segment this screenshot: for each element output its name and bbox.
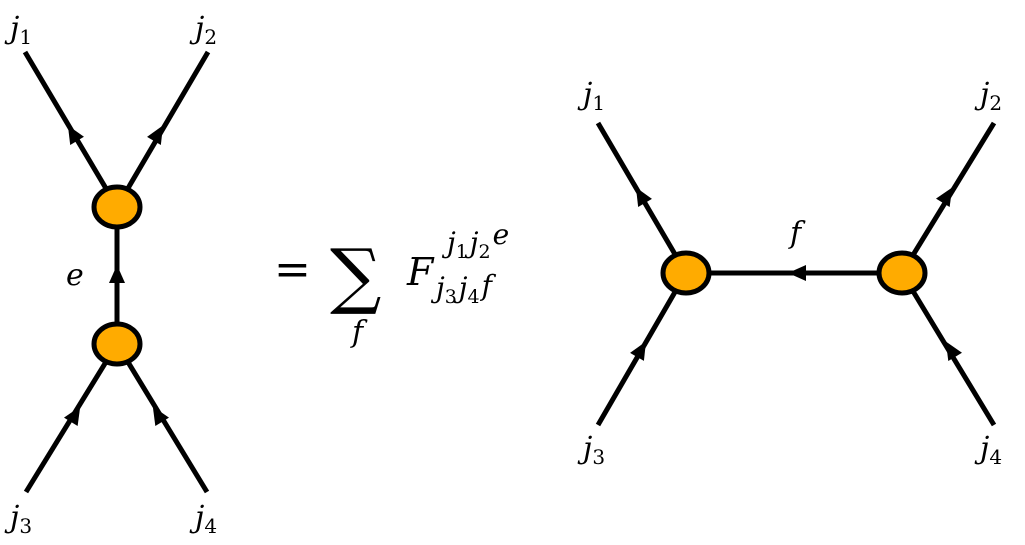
sum-index: f bbox=[350, 315, 368, 350]
right-arrow-f bbox=[788, 265, 806, 281]
equation: = ∑ f F j1j2e j3j4f bbox=[274, 218, 509, 350]
f-subscript: j3j4f bbox=[430, 269, 497, 308]
left-arrow-j3 bbox=[63, 406, 81, 427]
right-node-right bbox=[876, 250, 928, 296]
left-label-j4: j4 bbox=[189, 500, 217, 538]
right-arrow-j1 bbox=[635, 187, 652, 207]
left-label-j1: j1 bbox=[4, 11, 32, 49]
right-label-j3: j3 bbox=[577, 431, 605, 469]
right-label-j2: j2 bbox=[974, 77, 1002, 115]
right-label-j1: j1 bbox=[577, 77, 605, 115]
right-arrow-j2 bbox=[935, 187, 953, 208]
left-node-top bbox=[91, 184, 143, 230]
right-node-left bbox=[660, 250, 712, 296]
left-diagram: j1 j2 e j3 j4 bbox=[4, 11, 217, 538]
left-arrow-j4 bbox=[152, 406, 169, 426]
right-label-j4: j4 bbox=[974, 431, 1002, 469]
left-label-e: e bbox=[66, 258, 84, 293]
left-label-j2: j2 bbox=[189, 11, 217, 49]
left-label-j3: j3 bbox=[4, 500, 32, 538]
f-superscript: j1j2e bbox=[441, 218, 509, 263]
left-arrow-j2 bbox=[147, 125, 164, 145]
left-arrow-e bbox=[109, 265, 125, 283]
right-arrow-j4 bbox=[945, 341, 962, 361]
f-symbol: F bbox=[406, 250, 435, 294]
right-diagram: j1 j2 f j3 j4 bbox=[577, 77, 1002, 469]
left-arrow-j1 bbox=[67, 125, 84, 145]
right-arrow-j3 bbox=[630, 341, 647, 361]
left-node-bottom bbox=[91, 321, 143, 367]
right-label-f: f bbox=[788, 216, 806, 251]
sum-symbol: ∑ bbox=[330, 233, 381, 317]
equals-sign: = bbox=[274, 244, 311, 295]
